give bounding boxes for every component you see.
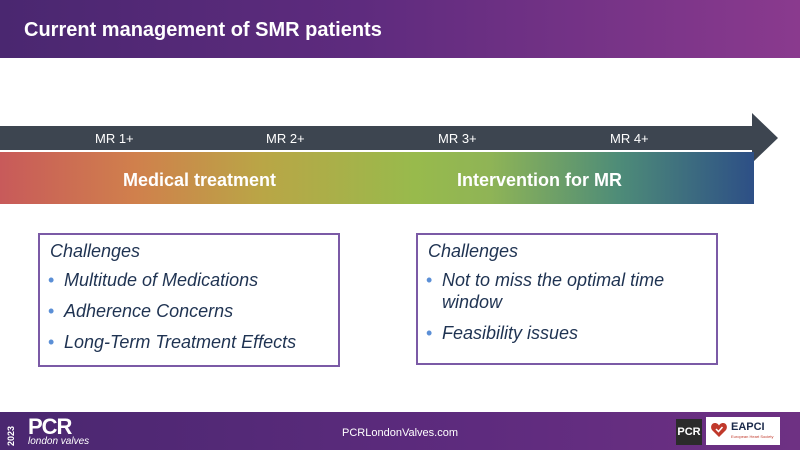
- list-item: • Not to miss the optimal time window: [426, 269, 708, 313]
- bullet-icon: •: [426, 270, 433, 290]
- footer-url: PCRLondonValves.com: [342, 427, 458, 439]
- list-item-text: Long-Term Treatment Effects: [64, 332, 297, 352]
- heart-icon: [711, 423, 727, 437]
- treatment-gradient-bar: [0, 152, 754, 204]
- mr-label-3: MR 3+: [438, 131, 477, 146]
- pcr-logo-subtitle: london valves: [28, 436, 90, 447]
- pcr-logo: PCR: [28, 414, 72, 439]
- eapci-text: EAPCI: [731, 421, 765, 433]
- mr-label-1: MR 1+: [95, 131, 134, 146]
- list-item: • Long-Term Treatment Effects: [48, 331, 330, 353]
- intervention-label: Intervention for MR: [457, 170, 622, 190]
- mr-scale-arrow: [0, 113, 778, 163]
- bullet-icon: •: [48, 270, 55, 290]
- challenges-heading: Challenges: [50, 241, 141, 261]
- bullet-icon: •: [48, 332, 55, 352]
- bullet-icon: •: [48, 301, 55, 321]
- list-item: • Feasibility issues: [426, 322, 708, 344]
- list-item-text: Feasibility issues: [442, 323, 579, 343]
- right-challenges-box: Challenges • Not to miss the optimal time…: [416, 233, 718, 365]
- bullet-icon: •: [426, 323, 433, 343]
- slide-header: Current management of SMR patients: [0, 0, 800, 58]
- right-challenges-list: • Not to miss the optimal time window • Fe…: [426, 269, 708, 353]
- list-item: • Multitude of Medications: [48, 269, 330, 291]
- left-challenges-list: • Multitude of Medications • Adherence Con…: [48, 269, 330, 362]
- mr-label-2: MR 2+: [266, 131, 305, 146]
- pcr-badge-logo: PCR: [676, 419, 702, 445]
- slide-footer: [0, 412, 800, 450]
- list-item-text: Not to miss the optimal time window: [442, 270, 665, 312]
- mr-label-4: MR 4+: [610, 131, 649, 146]
- eapci-logo: EAPCI European Heart Society: [706, 417, 780, 445]
- slide-title: Current management of SMR patients: [24, 19, 382, 41]
- medical-treatment-label: Medical treatment: [123, 170, 277, 190]
- eapci-subtitle: European Heart Society: [731, 434, 774, 439]
- left-challenges-box: Challenges • Multitude of Medications • Ad…: [38, 233, 340, 367]
- challenges-heading: Challenges: [428, 241, 519, 261]
- list-item-text: Adherence Concerns: [64, 301, 234, 321]
- list-item-text: Multitude of Medications: [64, 270, 259, 290]
- list-item: • Adherence Concerns: [48, 300, 330, 322]
